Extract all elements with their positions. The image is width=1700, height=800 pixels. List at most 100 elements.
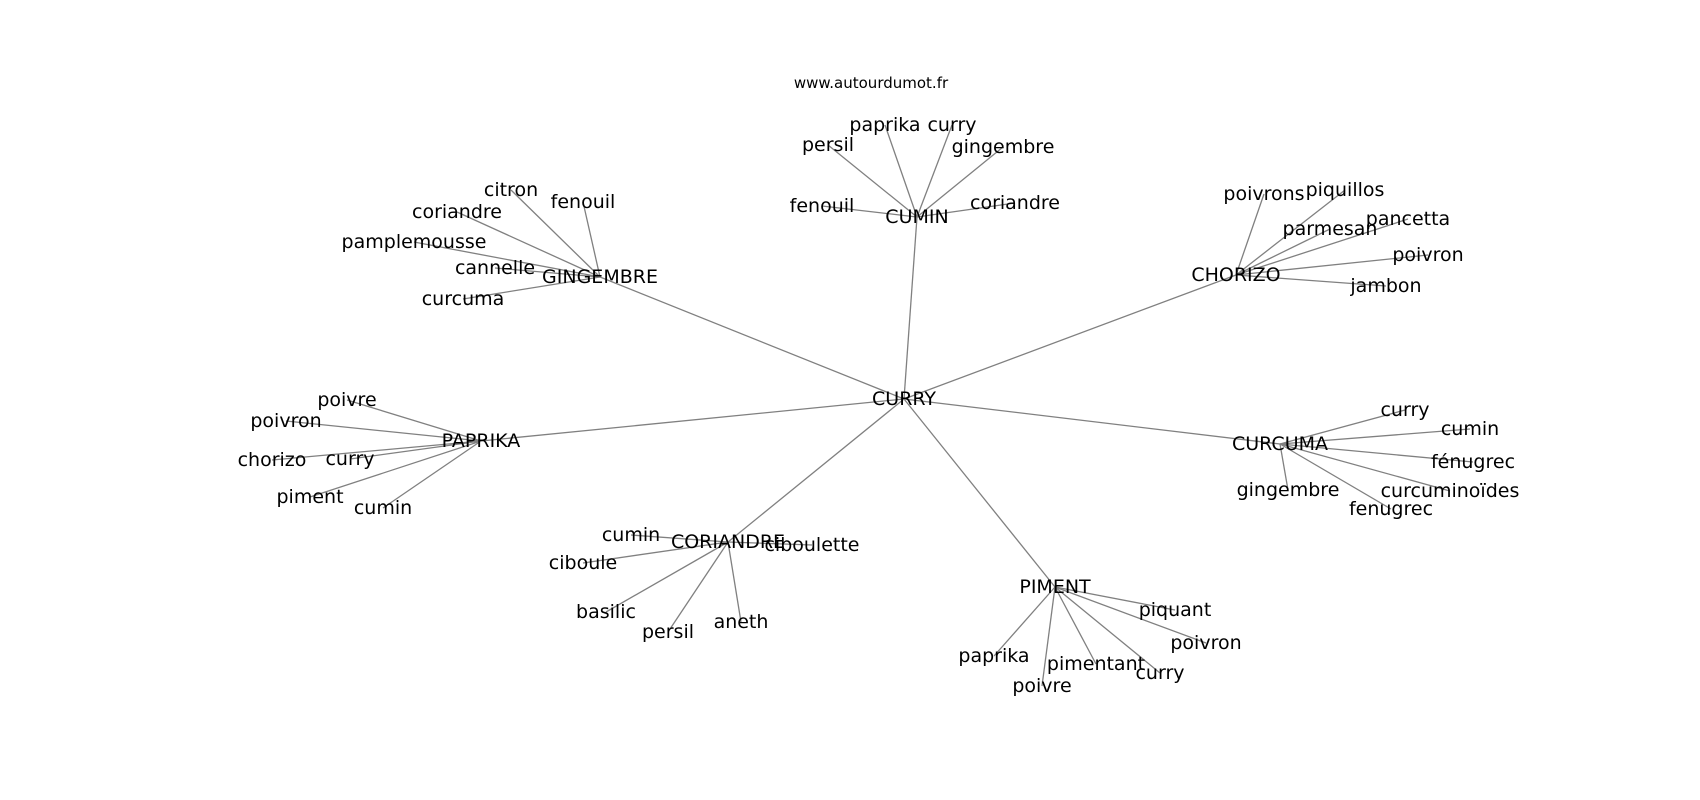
leaf-node-gingembre: curcuma [422, 288, 505, 310]
edge-paprika-2 [271, 440, 482, 461]
edge-piment-0 [1054, 586, 1176, 611]
edge-curry-piment [903, 398, 1056, 588]
leaf-node-coriandre: ciboulette [764, 534, 859, 556]
edge-piment-1 [1054, 586, 1207, 644]
edge-cumin-5 [916, 202, 1016, 218]
leaf-node-chorizo: poivron [1392, 244, 1463, 266]
leaf-node-chorizo: parmesan [1283, 218, 1378, 240]
edge-coriandre-2 [582, 541, 729, 564]
hub-node-coriandre: CORIANDRE [671, 531, 785, 553]
edge-coriandre-4 [667, 541, 729, 633]
leaf-node-paprika: poivre [317, 389, 376, 411]
leaf-node-paprika: cumin [354, 497, 412, 519]
leaf-node-curcuma: gingembre [1237, 479, 1340, 501]
leaf-node-chorizo: poivrons [1223, 183, 1304, 205]
edge-piment-5 [1041, 586, 1056, 687]
edge-paprika-0 [346, 399, 482, 442]
leaf-node-cumin: curry [927, 114, 976, 136]
leaf-node-curcuma: curry [1380, 399, 1429, 421]
leaf-node-coriandre: basilic [576, 601, 636, 623]
hub-node-cumin: CUMIN [885, 206, 948, 228]
hub-node-gingembre: GINGEMBRE [542, 266, 658, 288]
leaf-node-piment: curry [1135, 662, 1184, 684]
edge-curry-cumin [903, 216, 918, 400]
edge-cumin-0 [827, 144, 918, 218]
edge-paprika-3 [349, 440, 482, 460]
leaf-node-curcuma: fenugrec [1349, 498, 1433, 520]
edge-chorizo-0 [1235, 193, 1265, 276]
edge-gingembre-3 [413, 241, 601, 278]
leaf-node-piment: pimentant [1047, 653, 1145, 675]
leaf-node-piment: paprika [958, 645, 1029, 667]
hub-node-piment: PIMENT [1019, 576, 1091, 598]
edges [271, 124, 1474, 687]
leaf-node-coriandre: aneth [714, 611, 769, 633]
edge-cumin-3 [916, 146, 1004, 218]
leaf-node-piment: poivron [1170, 632, 1241, 654]
edge-curry-paprika [480, 398, 905, 442]
leaf-node-curcuma: cumin [1441, 418, 1499, 440]
edge-curry-curcuma [903, 398, 1281, 445]
edge-curry-coriandre [727, 398, 905, 543]
leaf-node-gingembre: coriandre [412, 201, 502, 223]
edge-coriandre-5 [727, 541, 742, 623]
edge-curcuma-3 [1279, 443, 1451, 492]
leaf-node-chorizo: piquillos [1306, 179, 1385, 201]
edge-curcuma-0 [1279, 409, 1406, 445]
edge-piment-4 [1054, 586, 1161, 674]
edge-gingembre-2 [456, 211, 601, 278]
edge-chorizo-3 [1235, 218, 1409, 276]
edge-chorizo-2 [1235, 228, 1331, 276]
source-url: www.autourdumot.fr [794, 74, 949, 92]
leaf-node-gingembre: cannelle [455, 257, 535, 279]
edge-paprika-1 [285, 420, 482, 442]
edge-curcuma-4 [1279, 443, 1289, 491]
leaf-node-coriandre: cumin [602, 524, 660, 546]
edge-cumin-4 [821, 205, 918, 218]
leaf-node-paprika: poivron [250, 410, 321, 432]
edge-coriandre-3 [605, 541, 729, 613]
hub-node-chorizo: CHORIZO [1191, 264, 1280, 286]
leaf-node-cumin: persil [802, 134, 854, 156]
leaf-node-piment: piquant [1139, 599, 1212, 621]
leaf-node-cumin: paprika [849, 114, 920, 136]
edge-coriandre-0 [630, 534, 729, 543]
edge-curry-gingembre [599, 276, 905, 400]
edge-curcuma-5 [1279, 443, 1392, 510]
edge-curcuma-2 [1279, 443, 1474, 463]
edge-chorizo-5 [1235, 274, 1387, 287]
edge-chorizo-4 [1235, 254, 1429, 276]
edge-coriandre-1 [727, 541, 813, 546]
hub-node-curcuma: CURCUMA [1232, 433, 1328, 455]
edge-cumin-2 [916, 124, 953, 218]
edge-curry-chorizo [903, 274, 1237, 400]
leaf-node-curcuma: fénugrec [1431, 451, 1515, 473]
leaf-node-paprika: curry [325, 448, 374, 470]
edge-gingembre-1 [582, 201, 601, 278]
center-node-label: CURRY [872, 388, 936, 410]
leaf-node-cumin: gingembre [952, 136, 1055, 158]
leaf-node-paprika: piment [276, 486, 343, 508]
leaf-node-gingembre: citron [484, 179, 538, 201]
leaf-node-gingembre: pamplemousse [342, 231, 487, 253]
edge-paprika-4 [309, 440, 482, 498]
edge-piment-3 [1054, 586, 1097, 665]
edge-piment-2 [993, 586, 1056, 657]
leaf-node-cumin: coriandre [970, 192, 1060, 214]
leaf-node-gingembre: fenouil [551, 191, 616, 213]
edge-gingembre-4 [494, 267, 601, 278]
edge-chorizo-1 [1235, 189, 1346, 276]
leaf-node-chorizo: pancetta [1366, 208, 1450, 230]
leaf-node-paprika: chorizo [238, 449, 307, 471]
edge-gingembre-0 [510, 189, 601, 278]
leaf-node-coriandre: persil [642, 621, 694, 643]
leaf-node-curcuma: curcuminoïdes [1381, 480, 1520, 502]
hub-node-paprika: PAPRIKA [442, 430, 521, 452]
leaf-node-chorizo: jambon [1349, 275, 1421, 297]
leaf-node-cumin: fenouil [790, 195, 855, 217]
leaf-node-piment: poivre [1012, 675, 1071, 697]
edge-gingembre-5 [462, 276, 601, 300]
edge-paprika-5 [382, 440, 482, 509]
